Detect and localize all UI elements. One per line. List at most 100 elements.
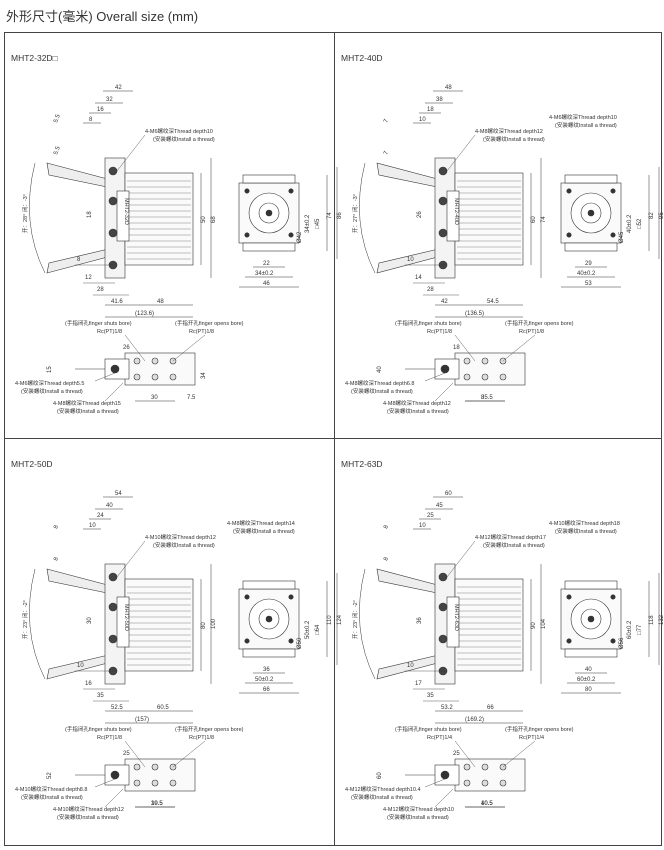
bore-open-label: (手指开孔finger opens bore) [505, 319, 574, 327]
bottom-body [124, 758, 196, 792]
corner-hole [288, 594, 294, 600]
cylinder-body [454, 578, 524, 672]
dimension-label: 50±0.2 [255, 677, 274, 683]
bottom-thread-label: 4-M10螺纹深Thread depth12 [53, 805, 124, 813]
angle-label: 开：23° 闭：-2° [351, 600, 359, 639]
dimension-label: 104 [541, 618, 547, 629]
corner-hole [288, 638, 294, 644]
dimension-label: 8 [89, 117, 93, 123]
bottom-port [481, 779, 489, 787]
dimension-label: 7.5 [187, 395, 196, 401]
corner-hole [288, 188, 294, 194]
corner-hole [566, 638, 572, 644]
bottom-bolt [110, 770, 120, 780]
bottom-bolt [110, 364, 120, 374]
bottom-thread-label: 4-M6螺纹深Thread depth5.5 [15, 379, 84, 387]
bottom-install-label: (安装螺纹Install a thread) [21, 793, 83, 801]
dimension-label: 40±0.2 [577, 271, 596, 277]
corner-hole [610, 638, 616, 644]
leader-line [104, 788, 124, 808]
dimension-label: 12 [85, 275, 92, 281]
bore-open-label: (手指开孔finger opens bore) [175, 319, 244, 327]
bore-close-rc: Rc(PT)1/8 [97, 329, 122, 335]
dimension-label: 60 [377, 772, 383, 779]
mounting-bolt [108, 166, 118, 176]
dimension-label: 60.5 [157, 705, 169, 711]
bottom-install-label: (安装螺纹Install a thread) [387, 407, 449, 415]
dimension-label: 40 [585, 667, 592, 673]
dimension-label: 86 [337, 212, 343, 219]
install-label: (安装螺纹Install a thread) [233, 527, 295, 535]
dimension-label: 54 [115, 491, 122, 497]
dimension-label: 36 [263, 667, 270, 673]
corner-hole [566, 232, 572, 238]
install-label: (安装螺纹Install a thread) [555, 527, 617, 535]
dimension-label: 25 [453, 751, 460, 757]
dimension-label: 52 [47, 772, 53, 779]
dimension-label: 54.5 [487, 299, 499, 305]
bottom-body [454, 352, 526, 386]
dimension-label: Ø56 [619, 637, 625, 649]
thread-label: 4-M8螺纹深Thread depth14 [227, 519, 295, 527]
center-hole [587, 615, 595, 623]
bottom-install-label: (安装螺纹Install a thread) [351, 387, 413, 395]
bore-open-rc: Rc(PT)1/8 [189, 329, 214, 335]
leader-line [424, 372, 446, 382]
leader-line [94, 372, 116, 382]
front-top-flange [564, 174, 618, 184]
angle-label: 开：28° 闭：-3° [21, 194, 29, 233]
dimension-label: 124 [337, 614, 343, 625]
front-top-flange [242, 580, 296, 590]
bottom-view: (手指闭孔finger shuts bore)Rc(PT)1/8(手指开孔fin… [345, 319, 574, 415]
leader-line [94, 778, 116, 788]
leader-line [502, 334, 536, 362]
dimension-label: 5.5 [53, 145, 62, 156]
bottom-port [481, 373, 489, 381]
dimension-label: 46 [263, 281, 270, 287]
dimension-label: 35.5 [481, 395, 493, 401]
label-plate [116, 596, 130, 648]
dimension-label: 53.2 [441, 705, 453, 711]
mounting-bolt [438, 166, 448, 176]
dimension-label: (136.5) [465, 311, 484, 317]
bore-close-rc: Rc(PT)1/4 [427, 735, 452, 741]
model-name: MHT2-32D□ [11, 53, 58, 63]
bottom-port [463, 763, 471, 771]
bottom-port [151, 763, 159, 771]
front-bottom-flange [242, 242, 296, 252]
dimension-label: Ø45 [619, 231, 625, 243]
label-plate [446, 596, 460, 648]
corner-hole [610, 232, 616, 238]
corner-hole [566, 594, 572, 600]
leader-line [446, 134, 476, 172]
leader-line [172, 334, 206, 362]
dimension-label: 82 [649, 212, 655, 219]
leader-line [434, 788, 454, 808]
front-top-flange [242, 174, 296, 184]
leader-line [116, 540, 146, 578]
label-plate [116, 190, 130, 242]
dimension-label: 36 [417, 617, 423, 624]
model-name: MHT2-40D [341, 53, 383, 63]
corner-hole [244, 594, 250, 600]
center-hole [265, 615, 273, 623]
leader-line [446, 540, 476, 578]
bottom-thread-label: 4-M10螺纹深Thread depth8.8 [15, 785, 87, 793]
bore-close-label: (手指闭孔finger shuts bore) [65, 319, 132, 327]
bottom-port [169, 779, 177, 787]
bottom-port [463, 373, 471, 381]
dimension-label: □64 [315, 624, 321, 635]
dimension-label: 34±0.2 [305, 214, 311, 233]
mounting-bolt [438, 572, 448, 582]
bottom-port [133, 373, 141, 381]
dimension-label: 52.5 [111, 705, 123, 711]
bottom-port [169, 373, 177, 381]
dimension-label: 10 [89, 523, 96, 529]
bore-close-rc: Rc(PT)1/8 [97, 735, 122, 741]
dimension-label: 22 [263, 261, 270, 267]
bottom-thread-label: 4-M8螺纹深Thread depth6.8 [345, 379, 414, 387]
cylinder-body [124, 172, 194, 266]
